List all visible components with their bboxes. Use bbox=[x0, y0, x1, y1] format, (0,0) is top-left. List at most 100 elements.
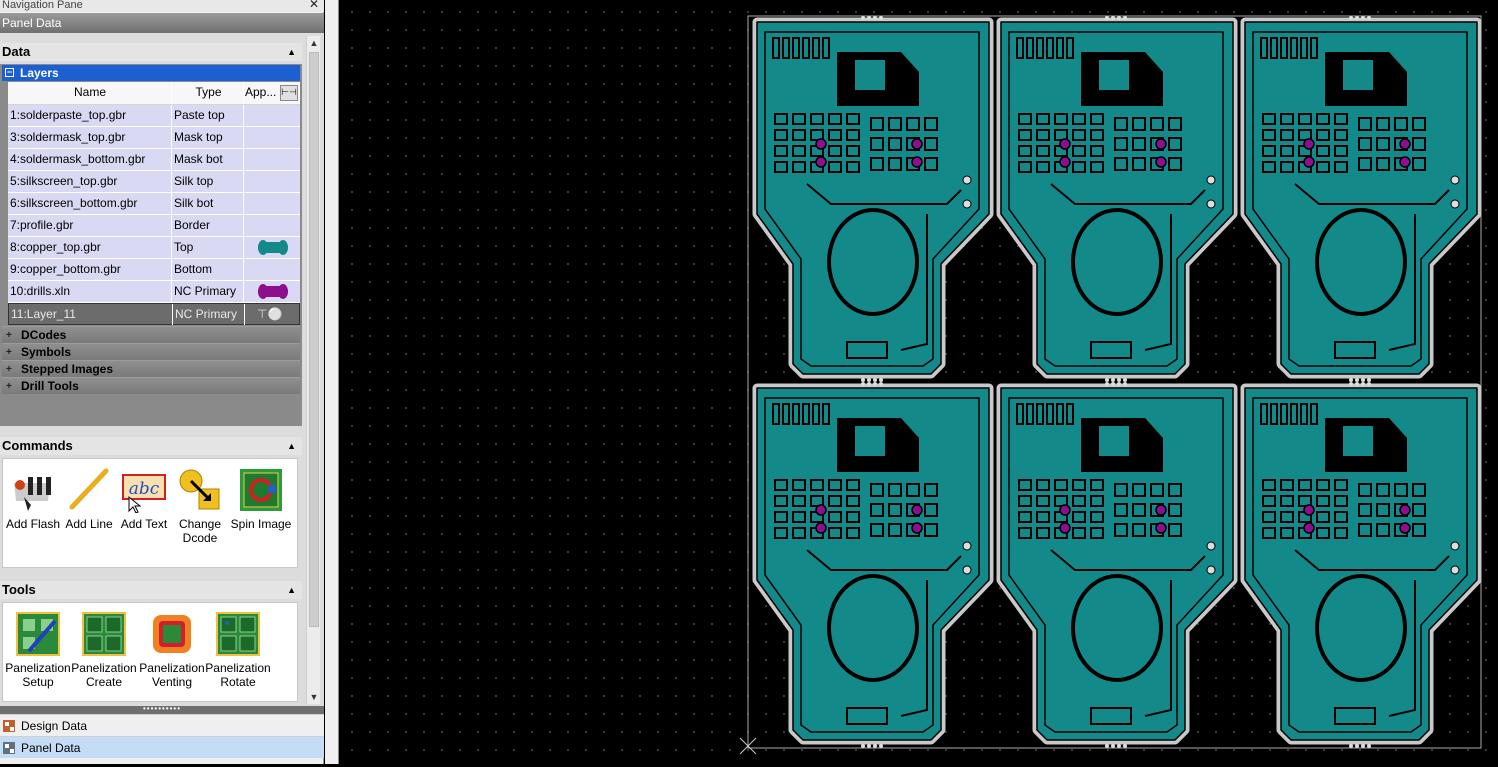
panel-canvas[interactable] bbox=[340, 0, 1498, 764]
layer-appearance[interactable] bbox=[243, 171, 300, 192]
column-header-appearance[interactable]: App... bbox=[243, 82, 300, 103]
mouse-bite bbox=[1355, 382, 1359, 386]
layer-name: 3:soldermask_top.gbr bbox=[10, 130, 126, 144]
layer-appearance[interactable] bbox=[243, 105, 300, 126]
component-pad bbox=[924, 157, 938, 171]
column-chooser-icon[interactable]: ⊢⊣ bbox=[280, 85, 298, 101]
tree-item-dcodes[interactable]: +DCodes bbox=[2, 326, 300, 343]
tool-appearance-icon[interactable]: ⊤⚪ bbox=[257, 307, 283, 321]
component-pad bbox=[1090, 511, 1104, 523]
column-header-type[interactable]: Type bbox=[171, 82, 243, 103]
trace-outline bbox=[1008, 397, 1224, 733]
tree-item-drill-tools[interactable]: +Drill Tools bbox=[2, 377, 300, 394]
component-pad bbox=[1168, 137, 1182, 151]
drill-hole bbox=[815, 138, 827, 150]
collapse-toggle-icon[interactable]: − bbox=[5, 67, 14, 77]
layer-color-swatch-icon[interactable] bbox=[258, 240, 288, 255]
layer-name: 9:copper_bottom.gbr bbox=[10, 262, 121, 276]
tools-section-header[interactable]: Tools ▲ bbox=[0, 581, 302, 599]
tree-item-symbols[interactable]: + Symbols bbox=[2, 343, 300, 360]
layer-appearance[interactable]: ⊤⚪ bbox=[244, 304, 301, 325]
tree-item-stepped-images[interactable]: +Stepped Images bbox=[2, 360, 300, 377]
component-pad bbox=[774, 495, 788, 507]
trace bbox=[806, 183, 962, 205]
pane-resize-grip[interactable]: •••••••••• bbox=[0, 705, 324, 714]
commands-section-header[interactable]: Commands ▲ bbox=[0, 437, 302, 455]
layers-node[interactable]: − Layers bbox=[2, 65, 300, 81]
drill-hole bbox=[1155, 504, 1167, 516]
scroll-up-icon[interactable]: ▲ bbox=[309, 38, 319, 48]
expand-icon[interactable]: + bbox=[6, 330, 12, 341]
expand-icon[interactable]: + bbox=[6, 381, 12, 392]
spin-image-button[interactable]: Spin Image bbox=[228, 467, 294, 531]
tab-panel-data[interactable]: Panel Data bbox=[0, 736, 324, 758]
mouse-bite bbox=[1367, 744, 1371, 748]
change-dcode-icon bbox=[177, 467, 223, 513]
component-pad bbox=[1072, 527, 1086, 539]
nav-scrollbar[interactable]: ▲ ▼ bbox=[306, 36, 320, 704]
layer-appearance[interactable] bbox=[243, 127, 300, 148]
layer-name: 5:silkscreen_top.gbr bbox=[10, 174, 118, 188]
column-header-name[interactable]: Name bbox=[73, 85, 106, 99]
layer-appearance[interactable] bbox=[243, 193, 300, 214]
tree-item-label: Symbols bbox=[21, 345, 72, 359]
component-pad bbox=[774, 113, 788, 125]
chip-pad bbox=[1099, 60, 1129, 90]
scroll-thumb[interactable] bbox=[309, 52, 319, 627]
component-pad bbox=[792, 495, 806, 507]
trace bbox=[806, 549, 962, 571]
pin-pad bbox=[1280, 403, 1288, 425]
collapse-icon[interactable]: ▲ bbox=[287, 47, 296, 57]
copper-pour bbox=[1244, 387, 1478, 741]
data-section-header[interactable]: Data ▲ bbox=[0, 43, 302, 61]
layer-appearance[interactable] bbox=[243, 149, 300, 170]
pcb-board bbox=[752, 16, 994, 382]
mouse-bite bbox=[1117, 744, 1121, 748]
component-pad bbox=[1036, 511, 1050, 523]
tab-design-data[interactable]: Design Data bbox=[0, 714, 324, 736]
layer-appearance[interactable] bbox=[243, 281, 300, 302]
add-flash-button[interactable]: Add Flash bbox=[0, 467, 66, 531]
component-pad bbox=[810, 113, 824, 125]
layer-appearance[interactable] bbox=[243, 237, 300, 258]
mouse-bite bbox=[861, 378, 865, 382]
collapse-icon[interactable]: ▲ bbox=[287, 585, 296, 595]
mouse-bite bbox=[1355, 16, 1359, 20]
collapse-icon[interactable]: ▲ bbox=[287, 441, 296, 451]
layer-appearance[interactable] bbox=[243, 215, 300, 236]
scroll-down-icon[interactable]: ▼ bbox=[309, 692, 319, 702]
component-pad bbox=[1262, 527, 1276, 539]
expand-icon[interactable]: + bbox=[6, 347, 12, 358]
component-pad bbox=[1298, 113, 1312, 125]
expand-icon[interactable]: + bbox=[6, 364, 12, 375]
add-line-button[interactable]: Add Line bbox=[56, 467, 122, 531]
mount-hole bbox=[962, 541, 972, 551]
drill-hole bbox=[815, 522, 827, 534]
splitter[interactable] bbox=[325, 0, 339, 764]
component-pad bbox=[1018, 495, 1032, 507]
close-icon[interactable]: ✕ bbox=[308, 0, 319, 11]
layer-appearance[interactable] bbox=[243, 259, 300, 280]
command-label: Panelization bbox=[71, 661, 137, 675]
layer-color-swatch-icon[interactable] bbox=[258, 284, 288, 299]
command-label-line2: Create bbox=[85, 675, 123, 689]
spin-image-icon bbox=[238, 467, 284, 513]
design-data-icon bbox=[3, 720, 15, 732]
component-pad bbox=[1316, 161, 1330, 173]
